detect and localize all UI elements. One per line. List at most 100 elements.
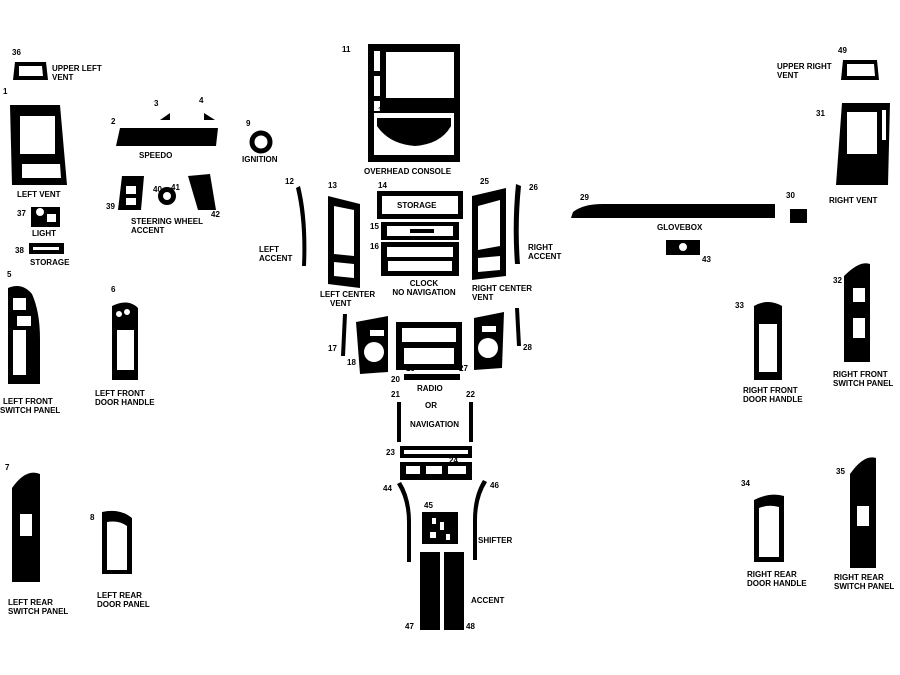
piece-44 bbox=[397, 482, 411, 562]
piece-21 bbox=[397, 402, 401, 442]
piece-36-upper-left-vent bbox=[13, 62, 48, 80]
piece-48-accent bbox=[444, 552, 464, 630]
part-number: 36 bbox=[12, 48, 21, 57]
label-light: LIGHT bbox=[32, 229, 56, 238]
part-number: 39 bbox=[106, 202, 115, 211]
part-number: 29 bbox=[580, 193, 589, 202]
piece-39 bbox=[118, 176, 144, 210]
part-number: 41 bbox=[171, 183, 180, 192]
piece-5-left-front-switch-panel bbox=[8, 286, 40, 384]
part-number: 5 bbox=[7, 270, 12, 279]
part-number: 28 bbox=[523, 343, 532, 352]
part-number: 43 bbox=[702, 255, 711, 264]
piece-35-right-rear-switch-panel bbox=[850, 457, 876, 568]
part-number: 8 bbox=[90, 513, 95, 522]
piece-17 bbox=[341, 314, 347, 356]
piece-12-left-accent bbox=[296, 186, 307, 266]
piece-29 bbox=[571, 204, 775, 218]
part-number: 24 bbox=[449, 456, 458, 465]
part-number: 17 bbox=[328, 344, 337, 353]
part-number: 25 bbox=[480, 177, 489, 186]
piece-23-navigation-bar bbox=[400, 446, 472, 458]
piece-46 bbox=[473, 480, 487, 560]
part-numbers: 1 2 3 4 5 6 7 8 9 10 11 12 13 14 15 16 1… bbox=[3, 45, 847, 631]
piece-16-clock bbox=[381, 242, 459, 276]
part-number: 21 bbox=[391, 390, 400, 399]
part-number: 49 bbox=[838, 46, 847, 55]
label-overhead-console: OVERHEAD CONSOLE bbox=[364, 167, 452, 176]
label-shifter: SHIFTER bbox=[478, 536, 512, 545]
label-navigation: NAVIGATION bbox=[410, 420, 459, 429]
part-number: 20 bbox=[391, 375, 400, 384]
part-number: 32 bbox=[833, 276, 842, 285]
part-number: 30 bbox=[786, 191, 795, 200]
piece-27 bbox=[474, 312, 504, 370]
label-radio: RADIO bbox=[417, 384, 443, 393]
part-number: 11 bbox=[342, 45, 351, 54]
piece-20 bbox=[404, 374, 460, 380]
pieces bbox=[8, 44, 890, 630]
part-number: 19 bbox=[406, 364, 415, 373]
piece-13-left-center-vent bbox=[328, 196, 360, 288]
piece-15 bbox=[381, 222, 459, 240]
part-number: 31 bbox=[816, 109, 825, 118]
piece-4 bbox=[204, 113, 215, 120]
part-number: 48 bbox=[466, 622, 475, 631]
part-number: 1 bbox=[3, 87, 8, 96]
piece-8-left-rear-door-panel bbox=[102, 510, 132, 574]
part-number: 15 bbox=[370, 222, 379, 231]
piece-34-right-rear-door-handle bbox=[754, 494, 784, 562]
piece-47-accent bbox=[420, 552, 440, 630]
part-number: 3 bbox=[154, 99, 159, 108]
part-number: 46 bbox=[490, 481, 499, 490]
part-number: 14 bbox=[378, 181, 387, 190]
part-number: 6 bbox=[111, 285, 116, 294]
piece-14-storage bbox=[377, 191, 463, 219]
part-number: 42 bbox=[211, 210, 220, 219]
piece-33-right-front-door-handle bbox=[754, 302, 782, 380]
label-accent-bottom: ACCENT bbox=[471, 596, 504, 605]
part-number: 45 bbox=[424, 501, 433, 510]
part-number: 40 bbox=[153, 185, 162, 194]
label-speedo: SPEEDO bbox=[139, 151, 172, 160]
part-number: 27 bbox=[459, 364, 468, 373]
part-number: 37 bbox=[17, 209, 26, 218]
piece-10 bbox=[377, 118, 451, 146]
part-number: 34 bbox=[741, 479, 750, 488]
piece-19-radio bbox=[396, 322, 462, 370]
piece-24 bbox=[400, 462, 472, 480]
piece-11-overhead-console bbox=[368, 44, 460, 162]
piece-43-glovebox bbox=[666, 240, 700, 255]
label-storage-center: STORAGE bbox=[397, 201, 437, 210]
part-number: 18 bbox=[347, 358, 356, 367]
piece-2-speedo bbox=[116, 128, 218, 146]
piece-45-shifter bbox=[422, 512, 458, 544]
part-number: 12 bbox=[285, 177, 294, 186]
part-number: 26 bbox=[529, 183, 538, 192]
part-number: 23 bbox=[386, 448, 395, 457]
part-number: 22 bbox=[466, 390, 475, 399]
piece-40-41 bbox=[158, 187, 176, 205]
part-number: 2 bbox=[111, 117, 116, 126]
part-number: 33 bbox=[735, 301, 744, 310]
piece-3 bbox=[160, 113, 170, 120]
label-right-vent: RIGHT VENT bbox=[829, 196, 878, 205]
label-storage-left: STORAGE bbox=[30, 258, 70, 267]
